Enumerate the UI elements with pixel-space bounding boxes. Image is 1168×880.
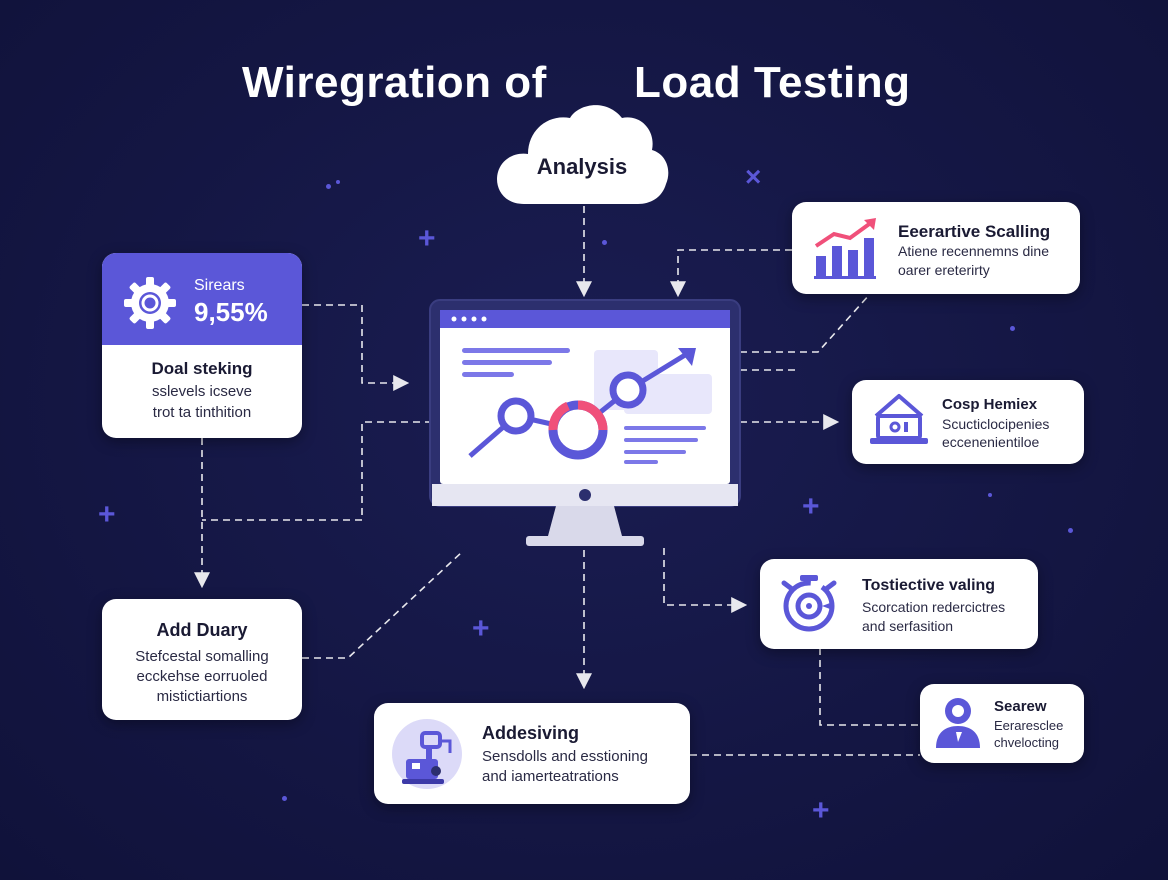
card-hemex-line: Scucticlocipenies	[942, 416, 1050, 432]
connector-stats-monitor	[302, 304, 410, 391]
cloud-icon	[497, 105, 669, 204]
bar-chart-icon	[814, 218, 876, 279]
analysis-cloud: Analysis	[494, 100, 670, 208]
plus-decoration: +	[812, 794, 830, 827]
stats-label: Sirears	[194, 277, 245, 294]
card-hemex[interactable]: Cosp Hemiex Scucticlocipenies eccenenien…	[852, 380, 1084, 464]
card-stats-header: Sirears 9,55%	[102, 253, 302, 345]
card-scaling[interactable]: Eeerartive Scalling Atiene recennemns di…	[792, 202, 1080, 294]
card-addesiving[interactable]: Addesiving Sensdolls and esstioning and …	[374, 703, 690, 804]
card-stats-line: sslevels icseve	[151, 383, 253, 400]
card-searew[interactable]: Searew Eeraresclee chvelocting	[920, 684, 1084, 763]
house-laptop-icon	[870, 394, 928, 444]
card-hemex-title: Cosp Hemiex	[942, 396, 1038, 413]
dot-decoration	[1010, 326, 1015, 331]
plus-decoration: +	[98, 498, 116, 531]
card-valing-title: Tostiective valing	[862, 577, 996, 594]
dot-decoration	[1068, 528, 1073, 533]
cloud-label: Analysis	[536, 154, 628, 179]
card-addesiving-line: and iamerteatrations	[482, 768, 619, 785]
connector-valing-searew	[819, 648, 920, 726]
card-searew-title: Searew	[994, 698, 1047, 715]
card-addesiving-title: Addesiving	[482, 723, 580, 743]
connector-duary-monitor	[302, 551, 463, 659]
card-scaling-line: Atiene recennemns dine	[898, 243, 1049, 259]
card-stats-line: trot ta tinthition	[152, 404, 252, 421]
title-left: Wiregration of	[242, 58, 547, 107]
plus-decoration: +	[418, 222, 436, 255]
card-duary-line: Stefcestal somalling	[135, 648, 269, 665]
gear-icon	[124, 277, 176, 329]
dot-decoration	[282, 796, 287, 801]
card-hemex-line: eccenenientiloe	[942, 434, 1040, 450]
plus-decoration: +	[802, 490, 820, 523]
card-addesiving-line: Sensdolls and esstioning	[482, 748, 648, 765]
target-icon	[781, 575, 837, 632]
dot-decoration	[336, 180, 340, 184]
card-scaling-line: oarer ereterirty	[898, 262, 990, 278]
connector-monitor-valing	[663, 548, 748, 613]
stats-value: 9,55%	[194, 297, 268, 327]
card-valing[interactable]: Tostiective valing Scorcation redercictr…	[760, 559, 1038, 649]
card-valing-line: Scorcation redercictres	[862, 599, 1006, 615]
card-stats-title: Doal steking	[151, 359, 253, 378]
card-valing-line: and serfasition	[862, 618, 954, 634]
connector-scaling-top	[670, 249, 792, 298]
card-stats[interactable]: Sirears 9,55% Doal steking sslevels icse…	[102, 253, 302, 438]
dot-decoration	[988, 493, 992, 497]
connector-scaling-monitor	[740, 293, 871, 353]
card-duary-line: ecckehse eorruoled	[136, 668, 268, 685]
plus-decoration: +	[472, 612, 490, 645]
title-right: Load Testing	[634, 58, 911, 107]
card-duary-line: mistictiartions	[156, 688, 248, 705]
cross-decoration: ×	[745, 161, 762, 192]
monitor-icon	[428, 298, 742, 550]
card-searew-line: Eeraresclee	[994, 718, 1064, 733]
dot-decoration	[602, 240, 607, 245]
user-icon	[936, 698, 980, 748]
card-searew-line: chvelocting	[994, 735, 1060, 750]
dot-decoration	[326, 184, 331, 189]
robot-icon	[392, 719, 462, 789]
card-duary[interactable]: Add Duary Stefcestal somalling ecckehse …	[102, 599, 302, 720]
card-scaling-title: Eeerartive Scalling	[898, 222, 1051, 241]
card-duary-title: Add Duary	[156, 620, 248, 640]
